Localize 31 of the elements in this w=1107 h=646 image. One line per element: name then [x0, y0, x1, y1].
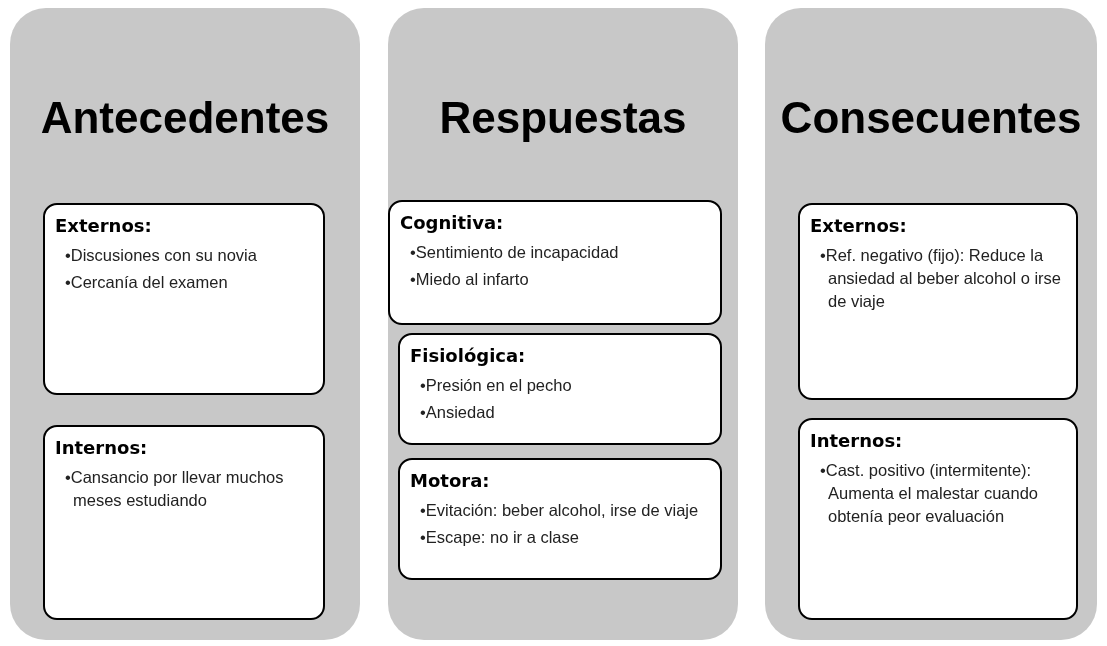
text-box [798, 418, 1078, 620]
bullet-text: •Cercanía del examen [65, 272, 229, 293]
column-panel [10, 8, 360, 640]
box-heading: Cognitiva: [400, 212, 504, 233]
column-panel [765, 8, 1097, 640]
text-box [398, 333, 722, 445]
box-heading: Externos: [55, 215, 152, 236]
bullet-text: •Presión en el pecho [420, 375, 573, 396]
text-box [388, 200, 722, 325]
column-heading: Antecedentes [39, 93, 331, 143]
column-heading: Respuestas [438, 93, 688, 143]
box-heading: Internos: [810, 430, 903, 451]
box-heading: Motora: [410, 470, 490, 491]
bullet-text: •Cast. positivo (intermitente): Aumenta el malestar cuando obtenía peor evaluación [820, 460, 1040, 527]
bullet-text: •Sentimiento de incapacidad [410, 242, 620, 263]
bullet-text: •Cansancio por llevar muchos meses estudiando [65, 467, 285, 511]
bullet-text: •Evitación: beber alcohol, irse de viaje [420, 500, 700, 521]
bullet-text: •Miedo al infarto [410, 269, 530, 290]
text-box [798, 203, 1078, 400]
bullet-text: •Ansiedad [420, 402, 496, 423]
bullet-text: •Ref. negativo (fijo): Reduce la ansiedad al beber alcohol o irse de viaje [820, 245, 1062, 312]
column-heading: Consecuentes [779, 93, 1083, 143]
box-heading: Externos: [810, 215, 907, 236]
column-panel [388, 8, 738, 640]
text-box [43, 425, 325, 620]
text-box [398, 458, 722, 580]
bullet-text: •Discusiones con su novia [65, 245, 258, 266]
box-heading: Fisiológica: [410, 345, 526, 366]
box-heading: Internos: [55, 437, 148, 458]
text-box [43, 203, 325, 395]
bullet-text: •Escape: no ir a clase [420, 527, 580, 548]
